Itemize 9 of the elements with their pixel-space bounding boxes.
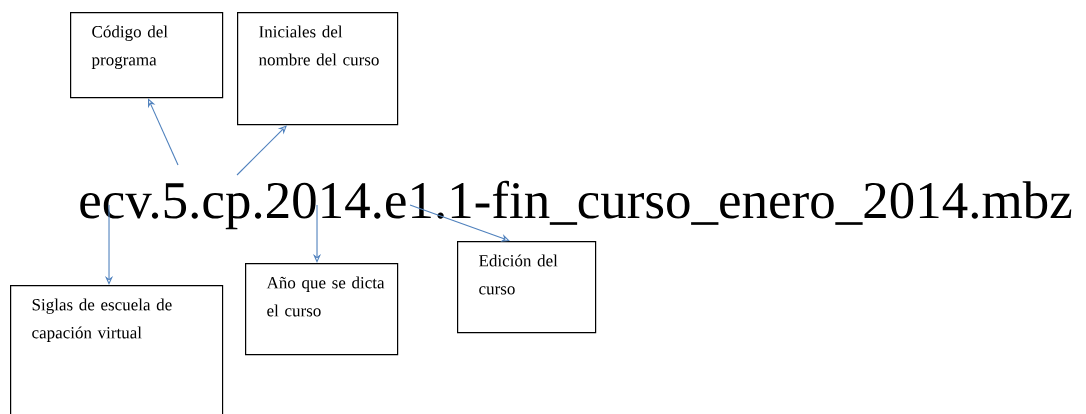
arrow [409, 204, 510, 242]
filename-text: ecv.5.cp.2014.e1.1-fin_curso_enero_2014.mbz [80, 180, 1072, 230]
text-box: Siglas de escuela de capación virtual [10, 285, 224, 414]
text-box: Código del programa [70, 12, 224, 99]
text-box: Edición del curso [457, 241, 597, 334]
arrow [148, 98, 179, 166]
arrow [236, 125, 287, 176]
text-box: Iniciales del nombre del curso [237, 12, 399, 126]
text-box: Año que se dicta el curso [245, 263, 399, 356]
